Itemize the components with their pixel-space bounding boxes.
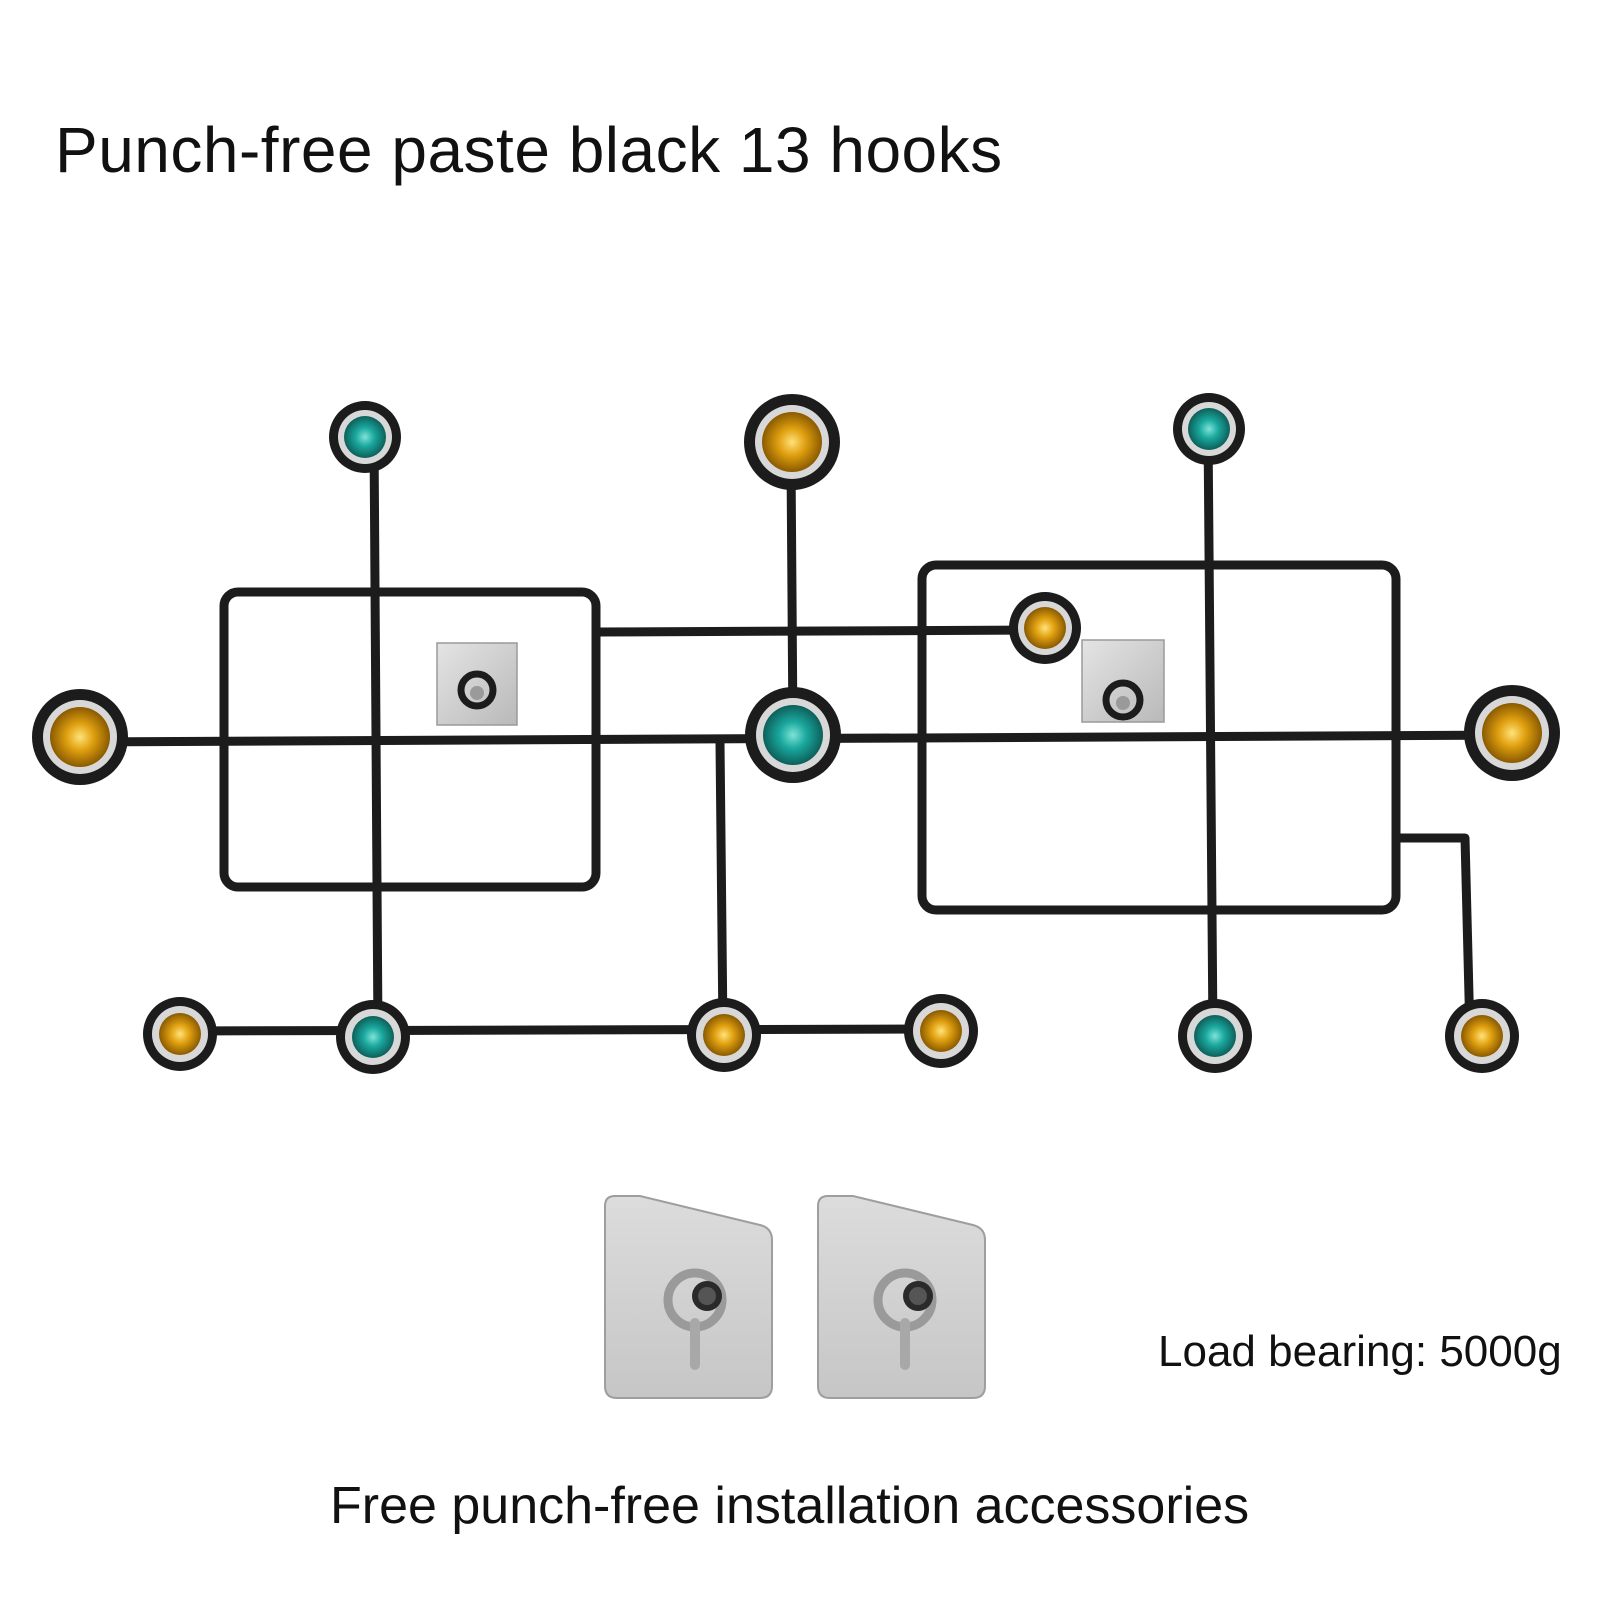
accessory-hook-2 <box>817 1195 986 1399</box>
hook-center <box>745 687 841 783</box>
mounting-pad-right <box>1081 639 1165 723</box>
rack-frame <box>75 423 1525 1040</box>
accessory-hook-1 <box>604 1195 773 1399</box>
hook-top-left <box>329 401 401 473</box>
hook-right <box>1464 685 1560 781</box>
hook-upper-mid-right <box>1009 592 1081 664</box>
hook-left <box>32 689 128 785</box>
hook-bottom-6 <box>1445 999 1519 1073</box>
page-title: Punch-free paste black 13 hooks <box>55 114 1003 186</box>
hook-bottom-4 <box>904 994 978 1068</box>
accessories-caption: Free punch-free installation accessories <box>330 1477 1250 1535</box>
mounting-pad-left <box>436 642 518 726</box>
hook-bottom-3 <box>687 998 761 1072</box>
hook-top-right <box>1173 393 1245 465</box>
hook-bottom-2 <box>336 1000 410 1074</box>
load-bearing-label: Load bearing: 5000g <box>1158 1327 1562 1376</box>
hook-top-center <box>744 394 840 490</box>
hook-bottom-1 <box>143 997 217 1071</box>
hooks <box>32 393 1560 1074</box>
hook-bottom-5 <box>1178 999 1252 1073</box>
